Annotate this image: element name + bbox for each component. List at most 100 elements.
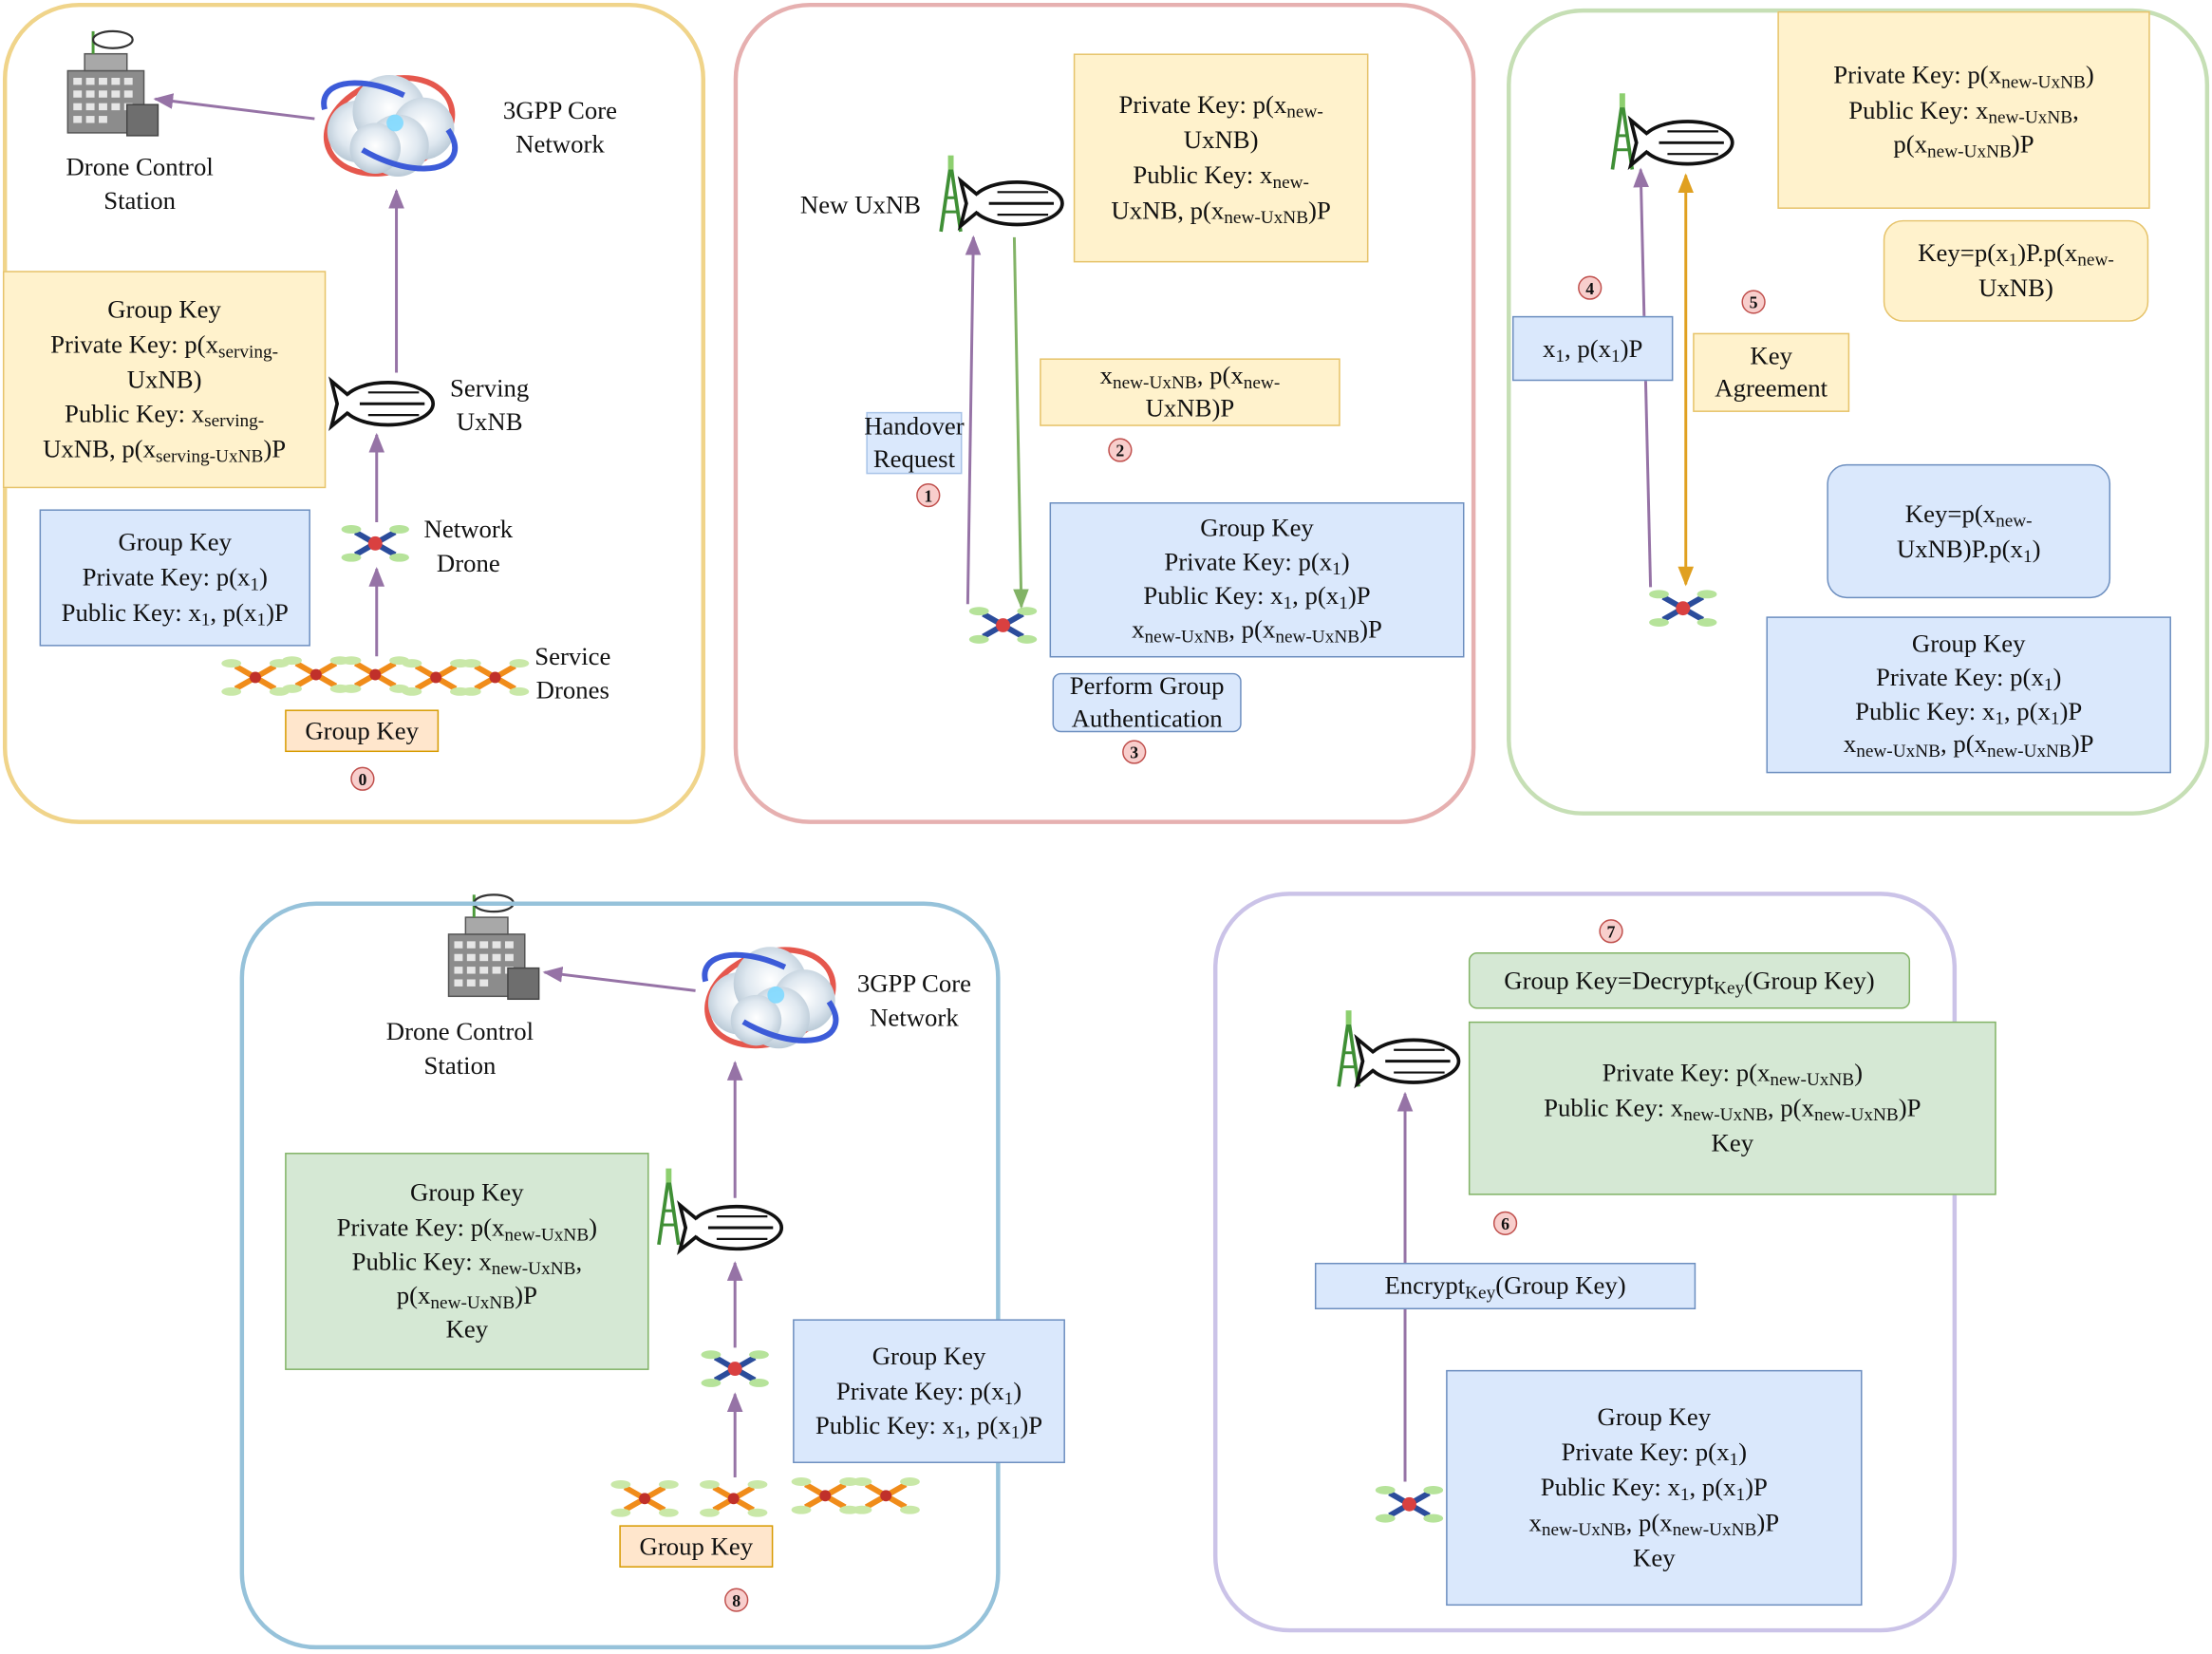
arrow (153, 93, 315, 121)
step-badge: 2 (1108, 438, 1133, 462)
text-line: Serving (450, 373, 530, 403)
text-line: Network (870, 1003, 959, 1032)
text-line: Handover (864, 411, 965, 441)
key-line: xnew-UxNB, p(xnew-UxNB)P (1132, 614, 1382, 647)
key-line: Group Key (410, 1178, 524, 1207)
text-line: Perform Group (1069, 671, 1225, 701)
key-line: p(xnew-UxNB)P (396, 1281, 537, 1313)
arrow (965, 235, 982, 605)
decrypt-group-key-box: Group Key=DecryptKey(Group Key) (1468, 952, 1911, 1009)
text-line: Network (516, 129, 605, 159)
panel3-graphics (447, 893, 920, 1516)
key-line: Group Key (1911, 629, 2026, 657)
key-line: Private Key: p(x1) (82, 563, 268, 595)
key-line: xnew-UxNB, p(xnew- (1099, 360, 1281, 392)
key-line: Public Key: xserving- (65, 400, 265, 432)
key-line: EncryptKey(Group Key) (1384, 1271, 1626, 1304)
drone-public-key-message-box: x1, p(x1)P (1511, 315, 1674, 382)
key-line: Private Key: p(x1) (1164, 547, 1350, 579)
new-uxnb-keys-box: Private Key: p(xnew-UxNB)Public Key: xne… (1468, 1021, 1996, 1195)
text-line: Drone Control (385, 1017, 534, 1046)
key-line: Key=p(xnew- (1904, 498, 2033, 531)
new-uxnb-keys-box: Private Key: p(xnew-UxNB)Public Key: xne… (1073, 53, 1369, 263)
key-line: UxNB) (1978, 273, 2053, 303)
key-line: Group Key (107, 294, 221, 324)
key-line: UxNB)P (1145, 393, 1235, 423)
key-line: Private Key: p(x1) (1561, 1437, 1747, 1469)
key-line: Private Key: p(xnew-UxNB) (1833, 60, 2094, 92)
text-line: UxNB (456, 407, 523, 437)
arrow (542, 967, 696, 992)
shared-key-drone-box: Key=p(xnew-UxNB)P.p(x1) (1827, 463, 2111, 599)
key-line: UxNB, p(xnew-UxNB)P (1111, 196, 1331, 228)
key-line: Private Key: p(xnew- (1118, 90, 1323, 122)
key-line: Private Key: p(xnew-UxNB) (1602, 1058, 1864, 1090)
arrow (1012, 236, 1029, 610)
text-line: Drones (535, 675, 609, 705)
key-line: UxNB) (126, 365, 202, 393)
key-line: UxNB, p(xserving-UxNB)P (43, 435, 287, 467)
panel0-graphics (66, 29, 529, 696)
new-uxnb-keys-box: Private Key: p(xnew-UxNB)Public Key: xne… (1777, 10, 2150, 209)
panel1-graphics (939, 153, 1064, 644)
text-line: Authentication (1071, 704, 1223, 733)
key-line: Public Key: x1, p(x1)P (1855, 696, 2083, 728)
key-line: xnew-UxNB, p(xnew-UxNB)P (1528, 1508, 1780, 1540)
step-badge: 3 (1122, 740, 1147, 764)
text-line: Drone Control (66, 152, 214, 181)
key-line: Private Key: p(xserving- (50, 329, 279, 362)
text-line: Station (103, 186, 177, 215)
text-line: Agreement (1715, 373, 1828, 403)
text-line: 3GPP Core (502, 96, 618, 124)
step-badge: 1 (916, 482, 941, 508)
text-line: 3GPP Core (856, 968, 971, 998)
key-line: Public Key: xnew-UxNB, (1848, 95, 2079, 127)
new-uxnb-label: New UxNB (799, 190, 921, 219)
key-line: Public Key: x1, p(x1)P (1143, 581, 1371, 613)
new-uxnb-public-message-box: xnew-UxNB, p(xnew-UxNB)P (1040, 358, 1340, 426)
step-badge: 4 (1578, 275, 1603, 300)
panel-step6-7 (1212, 892, 1958, 1633)
key-line: Group Key (118, 528, 233, 556)
key-line: x1, p(x1)P (1542, 333, 1643, 366)
encrypt-group-key-box: EncryptKey(Group Key) (1314, 1262, 1696, 1310)
key-line: Public Key: xnew-UxNB, (351, 1247, 583, 1279)
step-badge: 5 (1741, 290, 1766, 314)
key-line: Public Key: x1, p(x1)P (1540, 1473, 1768, 1505)
key-line: Key=p(x1)P.p(xnew- (1918, 238, 2114, 271)
key-line: Key (445, 1315, 489, 1344)
key-line: Public Key: x1, p(x1)P (815, 1411, 1043, 1443)
key-line: Group Key=DecryptKey(Group Key) (1504, 966, 1875, 998)
key-line: p(xnew-UxNB)P (1893, 130, 2034, 162)
key-line: Key (1633, 1544, 1676, 1572)
key-line: xnew-UxNB, p(xnew-UxNB)P (1843, 729, 2094, 761)
key-line: UxNB) (1183, 125, 1259, 155)
key-line: Group Key (1200, 514, 1314, 542)
text-line: Station (423, 1050, 497, 1080)
key-line: Group Key (1597, 1401, 1712, 1431)
step-badge: 6 (1492, 1211, 1518, 1235)
text-line: Network (423, 515, 514, 544)
text-line: Drone (436, 548, 500, 577)
panel-step4-5 (1507, 8, 2210, 816)
key-line: Private Key: p(x1) (835, 1376, 1022, 1408)
key-line: Private Key: p(xnew-UxNB) (336, 1212, 598, 1245)
key-line: Public Key: xnew-UxNB, p(xnew-UxNB)P (1544, 1093, 1921, 1125)
group-key-box: Group Key (619, 1525, 774, 1568)
shared-key-uxnb-box: Key=p(x1)P.p(xnew-UxNB) (1883, 219, 2149, 322)
step-badge: 0 (350, 766, 375, 791)
step-badge: 7 (1599, 919, 1623, 944)
